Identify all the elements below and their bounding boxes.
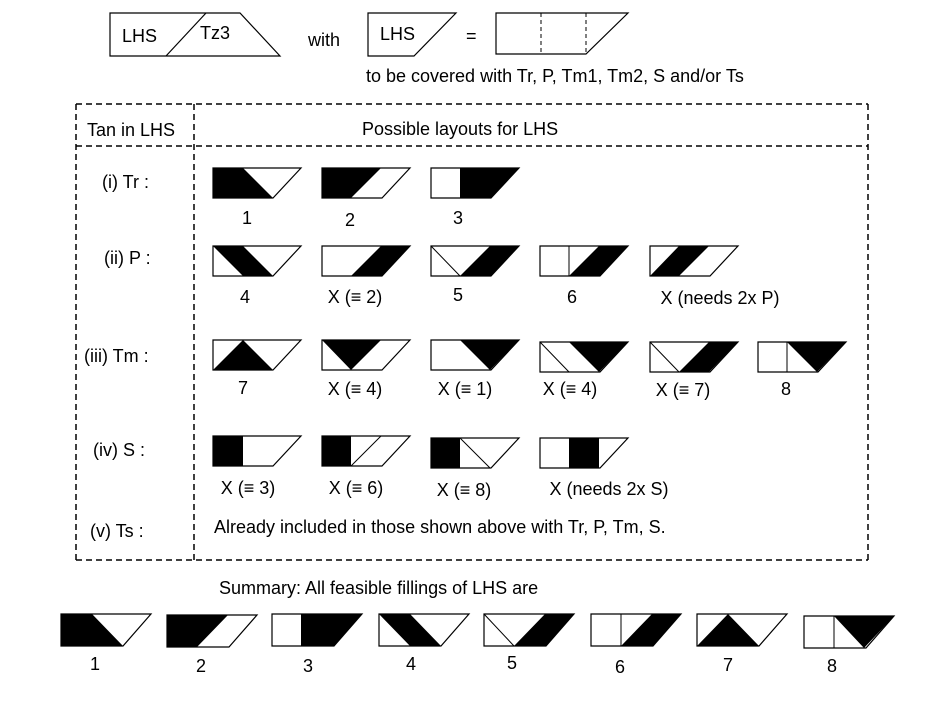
tan-column-header: Tan in LHS bbox=[87, 120, 176, 140]
row-label-ts: (v) Ts : bbox=[90, 521, 144, 541]
summary-layout-3 bbox=[271, 613, 364, 647]
layout-s-x8 bbox=[430, 437, 521, 469]
layout-s-x3 bbox=[212, 435, 303, 467]
layout-p-6 bbox=[539, 245, 630, 277]
summary-layout-4 bbox=[378, 613, 471, 647]
caption-tm-x4b: X (≡ 4) bbox=[542, 379, 598, 399]
lhs-label-2: LHS bbox=[380, 24, 416, 44]
caption-tm-8: 8 bbox=[780, 379, 792, 399]
layout-tr-1 bbox=[212, 167, 303, 199]
caption-p-x2: X (≡ 2) bbox=[327, 287, 383, 307]
summary-caption-8: 8 bbox=[826, 656, 838, 676]
row-label-tr: (i) Tr : bbox=[102, 172, 149, 192]
caption-p-6: 6 bbox=[566, 287, 578, 307]
caption-p-5: 5 bbox=[452, 285, 464, 305]
summary-caption-7: 7 bbox=[722, 655, 734, 675]
layout-s-x6 bbox=[321, 435, 412, 467]
layout-tm-x1 bbox=[430, 339, 521, 371]
equals-sign: = bbox=[466, 26, 477, 46]
ts-note: Already included in those shown above wi… bbox=[214, 517, 666, 537]
tz3-label: Tz3 bbox=[200, 23, 231, 43]
lhs-label: LHS bbox=[122, 26, 158, 46]
layout-tm-x4b bbox=[539, 341, 630, 373]
summary-caption-3: 3 bbox=[302, 656, 314, 676]
caption-s-x6: X (≡ 6) bbox=[328, 478, 384, 498]
layout-s-x2s bbox=[539, 437, 630, 469]
with-label: with bbox=[308, 30, 341, 50]
summary-layout-2 bbox=[166, 614, 259, 648]
row-label-s: (iv) S : bbox=[93, 440, 145, 460]
summary-layout-7 bbox=[696, 613, 789, 647]
layout-p-4 bbox=[212, 245, 303, 277]
caption-tr-1: 1 bbox=[241, 208, 253, 228]
summary-caption-4: 4 bbox=[405, 654, 417, 674]
caption-tm-x7: X (≡ 7) bbox=[655, 380, 711, 400]
caption-s-x3: X (≡ 3) bbox=[220, 478, 276, 498]
layout-tr-3 bbox=[430, 167, 521, 199]
layout-tm-8 bbox=[757, 341, 848, 373]
lhs-tz3-shape bbox=[109, 12, 282, 57]
layout-p-x2p bbox=[649, 245, 740, 277]
caption-tm-x4: X (≡ 4) bbox=[327, 379, 383, 399]
caption-tr-2: 2 bbox=[344, 210, 356, 230]
layout-tm-x7 bbox=[649, 341, 740, 373]
caption-s-x8: X (≡ 8) bbox=[436, 480, 492, 500]
summary-caption-6: 6 bbox=[614, 657, 626, 677]
caption-tm-7: 7 bbox=[237, 378, 249, 398]
layout-tm-7 bbox=[212, 339, 303, 371]
summary-caption-5: 5 bbox=[506, 653, 518, 673]
summary-layout-1 bbox=[60, 613, 153, 647]
summary-caption-2: 2 bbox=[195, 656, 207, 676]
caption-tm-x1: X (≡ 1) bbox=[437, 379, 493, 399]
layouts-column-header: Possible layouts for LHS bbox=[362, 119, 559, 139]
caption-p-4: 4 bbox=[239, 287, 251, 307]
caption-p-x2p: X (needs 2x P) bbox=[660, 288, 780, 308]
layout-p-5 bbox=[430, 245, 521, 277]
layout-tr-2 bbox=[321, 167, 412, 199]
summary-layout-5 bbox=[483, 613, 576, 647]
caption-tr-3: 3 bbox=[452, 208, 464, 228]
lhs-shape bbox=[367, 12, 458, 57]
summary-layout-8 bbox=[803, 615, 896, 649]
lhs-split-shape bbox=[495, 12, 630, 55]
layout-p-x2 bbox=[321, 245, 412, 277]
summary-layout-6 bbox=[590, 613, 683, 647]
row-label-tm: (iii) Tm : bbox=[84, 346, 149, 366]
row-label-p: (ii) P : bbox=[104, 248, 151, 268]
summary-caption-1: 1 bbox=[89, 654, 101, 674]
layout-tm-x4 bbox=[321, 339, 412, 371]
cover-note: to be covered with Tr, P, Tm1, Tm2, S an… bbox=[366, 66, 744, 86]
summary-title: Summary: All feasible fillings of LHS ar… bbox=[219, 578, 539, 598]
caption-s-x2s: X (needs 2x S) bbox=[549, 479, 669, 499]
